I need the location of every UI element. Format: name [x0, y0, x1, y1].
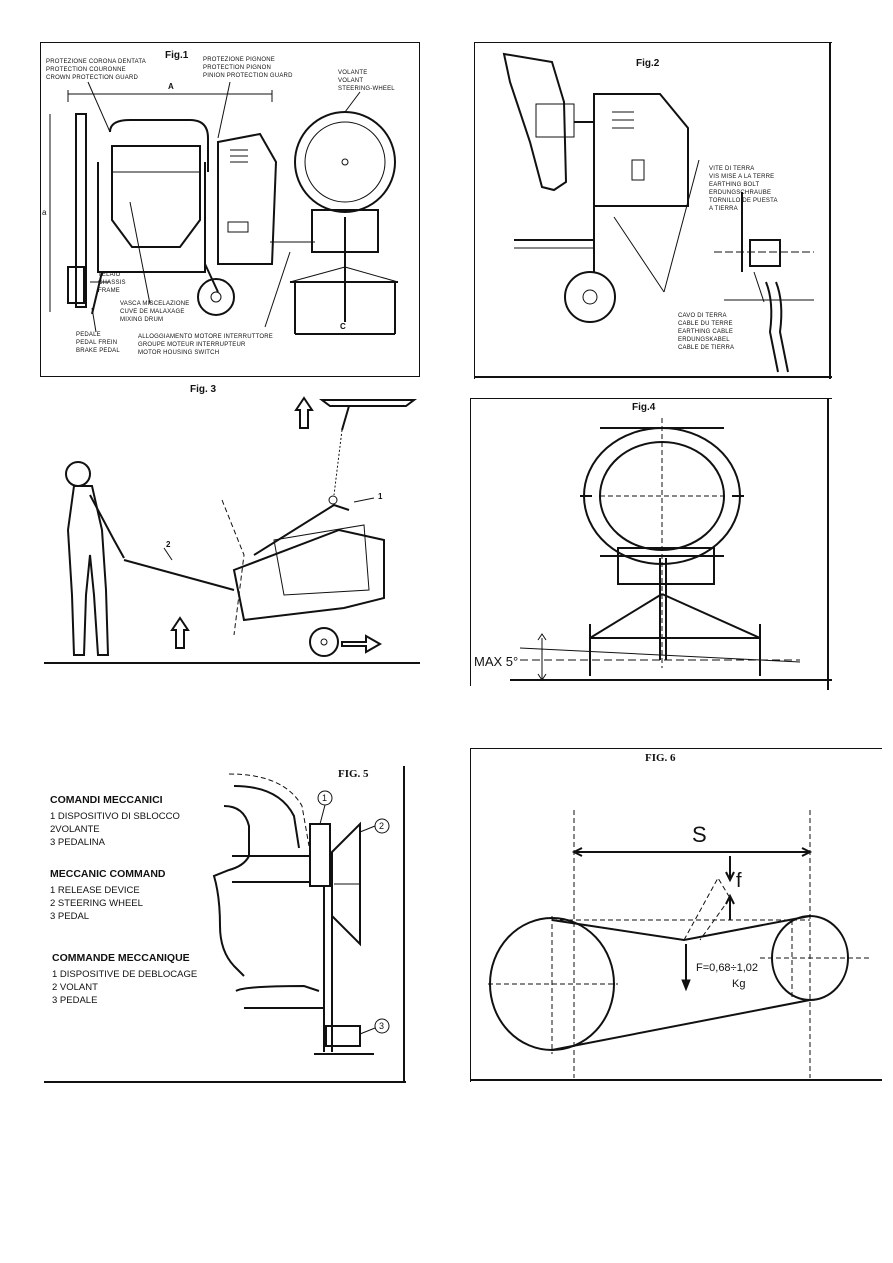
fig2-earth-bolt-label: VITE DI TERRA VIS MISE A LA TERRE EARTHI… [709, 166, 778, 214]
fig5-it-item: 3 PEDALINA [50, 837, 105, 848]
label-line: PROTECTION PIGNON [203, 65, 272, 71]
fig3-callout-1: 1 [378, 492, 383, 501]
fig5-controls-drawing [44, 766, 406, 1083]
fig2-earthing-drawing [474, 42, 832, 379]
fig5-callout-1: 1 [322, 793, 328, 803]
fig2-caption: Fig.2 [636, 58, 660, 69]
fig1-crown-guard-label: PROTEZIONE CORONA DENTATA PROTECTION COU… [46, 59, 146, 83]
label-line: VITE DI TERRA [709, 166, 755, 172]
label-line: PEDALE [76, 332, 101, 338]
fig5-panel: FIG. 5 1 2 3 COMANDI MECCANICI 1 DISPOSI… [44, 766, 406, 1084]
fig4-panel: Fig.4 MAX 5° [470, 398, 832, 690]
fig3-callout-2: 2 [166, 540, 171, 549]
label-line: GROUPE MOTEUR INTERRUPTEUR [138, 342, 246, 348]
fig5-callout-2: 2 [379, 821, 385, 831]
fig5-callout-3: 3 [379, 1021, 385, 1031]
label-line: VASCA MISCELAZIONE [120, 301, 190, 307]
label-line: EARTHING BOLT [709, 182, 760, 188]
label-line: PEDAL FREIN [76, 340, 118, 346]
label-line: ALLOGGIAMENTO MOTORE INTERRUTTORE [138, 334, 273, 340]
fig1-panel: Fig.1 PROTEZIONE CORONA DENTATA PROTECTI… [40, 42, 420, 377]
fig3-caption: Fig. 3 [190, 384, 217, 395]
fig4-slope-label: MAX 5° [474, 654, 519, 669]
fig6-belt-tension-drawing [470, 748, 882, 1082]
label-line: PROTEZIONE PIGNONE [203, 57, 275, 63]
fig6-panel: FIG. 6 S f F=0,68÷1,02 Kg [470, 748, 882, 1082]
label-line: MOTOR HOUSING SWITCH [138, 350, 220, 356]
label-line: PROTEZIONE CORONA DENTATA [46, 59, 147, 65]
fig5-it-item: 1 DISPOSITIVO DI SBLOCCO [50, 811, 180, 822]
fig3-lifting-drawing [44, 396, 420, 664]
label-line: CAVO DI TERRA [678, 313, 727, 319]
label-line: STEERING-WHEEL [338, 86, 395, 92]
fig6-deflection-label: f [736, 870, 742, 892]
fig1-dim-a-side: a [42, 208, 47, 217]
fig5-fr-title: COMMANDE MECCANIQUE [52, 952, 190, 964]
fig1-drum-label: VASCA MISCELAZIONE CUVE DE MALAXAGE MIXI… [120, 301, 190, 325]
fig5-fr-item: 1 DISPOSITIVE DE DEBLOCAGE [52, 969, 198, 980]
fig2-earth-cable-label: CAVO DI TERRA CABLE DU TERRE EARTHING CA… [678, 313, 734, 353]
fig5-fr-item: 3 PEDALE [52, 995, 98, 1006]
fig5-en-item: 3 PEDAL [50, 911, 90, 922]
label-line: VOLANTE [338, 70, 368, 76]
fig6-force-unit: Kg [732, 978, 746, 990]
fig5-french-commands: COMMANDE MECCANIQUE 1 DISPOSITIVE DE DEB… [52, 952, 197, 1008]
fig5-it-title: COMANDI MECCANICI [50, 794, 163, 806]
fig5-italian-commands: COMANDI MECCANICI 1 DISPOSITIVO DI SBLOC… [50, 794, 180, 850]
fig5-en-item: 2 STEERING WHEEL [50, 898, 143, 909]
label-line: TORNILLO DE PUESTA [709, 198, 778, 204]
fig1-mixer-drawing [40, 42, 420, 377]
label-line: MIXING DRUM [120, 317, 164, 323]
fig5-english-commands: MECCANIC COMMAND 1 RELEASE DEVICE 2 STEE… [50, 868, 166, 924]
label-line: A TIERRA [709, 206, 738, 212]
label-line: CUVE DE MALAXAGE [120, 309, 185, 315]
fig1-caption: Fig.1 [165, 50, 189, 61]
fig4-caption: Fig.4 [632, 402, 656, 413]
label-line: PROTECTION COURONNE [46, 67, 126, 73]
label-line: VIS MISE A LA TERRE [709, 174, 775, 180]
fig5-en-title: MECCANIC COMMAND [50, 868, 166, 880]
fig5-it-item: 2VOLANTE [50, 824, 100, 835]
fig1-frame-label: TELAIO CHASSIS FRAME [98, 272, 126, 296]
label-line: FRAME [98, 288, 120, 294]
label-line: CABLE DU TERRE [678, 321, 733, 327]
fig6-caption: FIG. 6 [645, 752, 676, 764]
fig6-force-label: F=0,68÷1,02 [696, 962, 758, 974]
label-line: BRAKE PEDAL [76, 348, 120, 354]
fig1-pinion-guard-label: PROTEZIONE PIGNONE PROTECTION PIGNON PIN… [203, 57, 293, 81]
label-line: PINION PROTECTION GUARD [203, 73, 293, 79]
fig1-dim-a-upper: A [168, 82, 174, 91]
label-line: CHASSIS [98, 280, 126, 286]
fig5-caption: FIG. 5 [338, 768, 369, 780]
label-line: ERDUNGSKABEL [678, 337, 730, 343]
fig5-fr-item: 2 VOLANT [52, 982, 98, 993]
fig6-span-label: S [692, 822, 707, 847]
label-line: CABLE DE TIERRA [678, 345, 735, 351]
label-line: TELAIO [98, 272, 121, 278]
fig1-dim-c: C [340, 322, 346, 331]
fig4-slope-drawing [470, 398, 832, 690]
label-line: ERDUNGSCHRAUBE [709, 190, 772, 196]
fig1-pedal-label: PEDALE PEDAL FREIN BRAKE PEDAL [76, 332, 120, 356]
label-line: VOLANT [338, 78, 364, 84]
label-line: EARTHING CABLE [678, 329, 734, 335]
fig3-panel: Fig. 3 1 2 [44, 380, 420, 692]
fig1-motor-label: ALLOGGIAMENTO MOTORE INTERRUTTORE GROUPE… [138, 334, 273, 358]
fig5-en-item: 1 RELEASE DEVICE [50, 885, 140, 896]
fig1-wheel-label: VOLANTE VOLANT STEERING-WHEEL [338, 70, 395, 94]
label-line: CROWN PROTECTION GUARD [46, 75, 139, 81]
fig2-panel: Fig.2 VITE DI TERRA VIS MISE A LA TERRE … [474, 42, 832, 379]
